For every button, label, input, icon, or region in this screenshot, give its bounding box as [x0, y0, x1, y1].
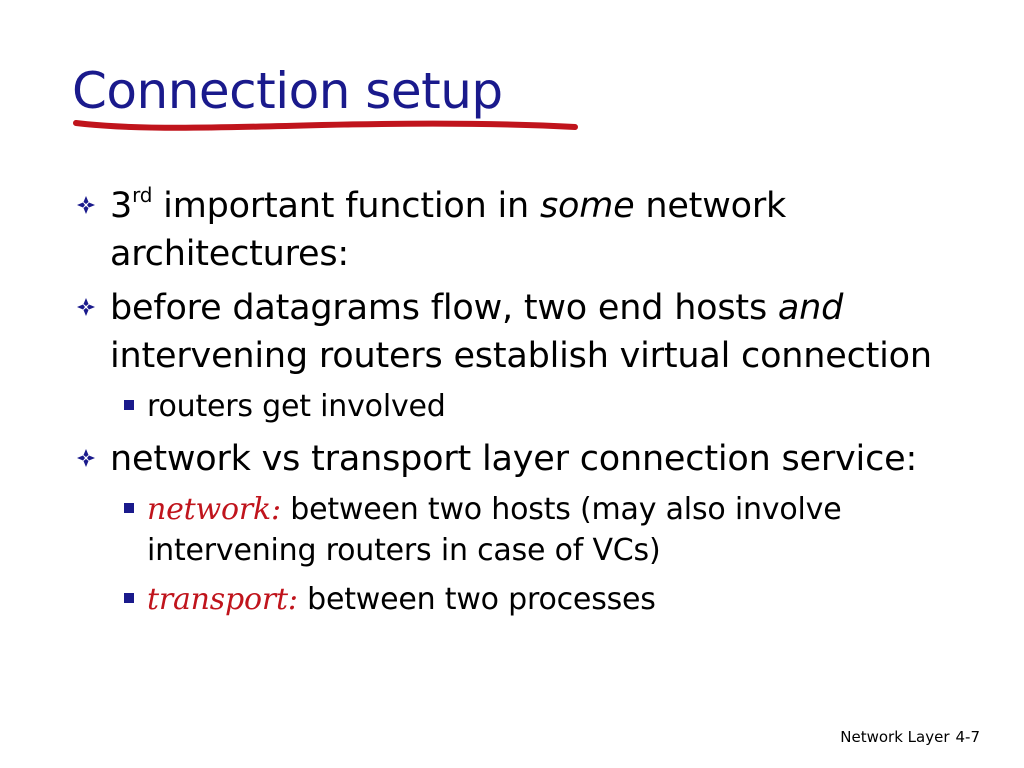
bullet-item: network vs transport layer connection se…	[76, 435, 976, 483]
bullet-text: network vs transport layer connection se…	[110, 439, 918, 479]
slide-title: Connection setup	[72, 62, 503, 120]
bullet-text-end: network architectures:	[110, 186, 787, 274]
sub-bullet-text: between two hosts (may also involve inte…	[147, 492, 842, 568]
square-bullet-icon	[124, 503, 134, 513]
diamond-bullet-icon	[77, 298, 95, 316]
bullet-emphasis: some	[539, 186, 635, 226]
sub-bullet-label: transport:	[147, 582, 298, 617]
footer-section: Network Layer	[840, 728, 950, 746]
sub-bullet-item: routers get involved	[124, 386, 976, 427]
sub-bullet-label: network:	[147, 492, 281, 527]
bullet-item: before datagrams flow, two end hosts and…	[76, 284, 976, 380]
bullet-ordinal-number: 3	[110, 186, 133, 226]
sub-bullet-item: transport: between two processes	[124, 579, 976, 620]
bullet-emphasis: and	[777, 288, 844, 328]
bullet-text: before datagrams flow, two end hosts	[110, 288, 778, 328]
slide-footer: Network Layer 4-7	[840, 728, 980, 746]
square-bullet-icon	[124, 400, 134, 410]
title-underline	[73, 120, 578, 131]
diamond-bullet-icon	[77, 196, 95, 214]
diamond-bullet-icon	[77, 449, 95, 467]
bullet-ordinal-suffix: rd	[132, 183, 153, 207]
square-bullet-icon	[124, 593, 134, 603]
sub-bullet-item: network: between two hosts (may also inv…	[124, 489, 976, 571]
bullet-item: 3rd important function in some network a…	[76, 182, 976, 278]
sub-bullet-text: between two processes	[297, 582, 656, 617]
bullet-list: 3rd important function in some network a…	[76, 182, 976, 628]
bullet-text-end: intervening routers establish virtual co…	[110, 336, 932, 376]
bullet-text: important function in	[152, 186, 540, 226]
sub-bullet-text: routers get involved	[147, 389, 446, 424]
footer-page-number: 4-7	[955, 728, 981, 746]
